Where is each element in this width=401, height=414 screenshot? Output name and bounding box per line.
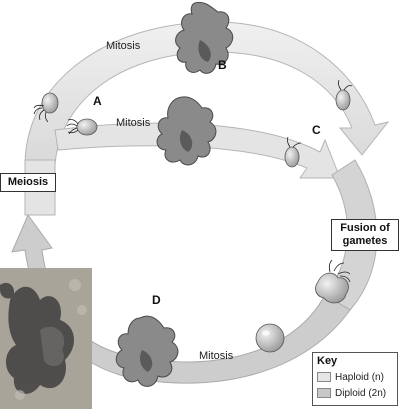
photo-texture — [15, 279, 87, 400]
key-row-diploid: Diploid (2n) — [317, 388, 386, 399]
outer-ring-haploid — [24, 21, 390, 166]
thallus-b-shade — [198, 40, 211, 62]
fusing-gametes — [315, 259, 351, 304]
thallus-b — [175, 1, 234, 74]
zygote — [255, 323, 285, 353]
fusion-box: Fusion of gametes — [331, 219, 399, 251]
thallus-middle — [156, 96, 217, 166]
meiosis-label: Meiosis — [7, 176, 49, 188]
key-diploid-label: Diploid (2n) — [335, 388, 387, 399]
bottom-ring-diploid — [11, 213, 351, 384]
mitosis-label-bottom: Mitosis — [199, 350, 234, 362]
zoospore-a1 — [33, 92, 59, 123]
diploid-swatch — [317, 388, 331, 399]
label-b: B — [218, 58, 227, 72]
haploid-swatch — [317, 372, 331, 383]
mitosis-label-top: Mitosis — [106, 40, 141, 52]
thallus-middle-shade — [180, 130, 193, 152]
gamete-top-right — [335, 79, 353, 111]
key-title: Key — [317, 355, 338, 367]
thallus-d — [115, 315, 179, 387]
label-d: D — [152, 293, 161, 307]
mitosis-label-middle: Mitosis — [116, 117, 151, 129]
photo-seaweed — [0, 282, 75, 394]
fusion-label-line2: gametes — [342, 235, 388, 247]
label-c: C — [312, 123, 321, 137]
key-haploid-label: Haploid (n) — [335, 372, 384, 383]
gamete-c — [284, 136, 302, 168]
meiosis-box: Meiosis — [0, 173, 56, 192]
label-a: A — [93, 94, 102, 108]
zoospore-a2 — [66, 118, 98, 136]
key-legend: Key Haploid (n) Diploid (2n) — [312, 352, 398, 406]
thallus-d-shade — [140, 350, 153, 372]
key-row-haploid: Haploid (n) — [317, 372, 384, 383]
fusion-label-line1: Fusion of — [340, 222, 390, 234]
